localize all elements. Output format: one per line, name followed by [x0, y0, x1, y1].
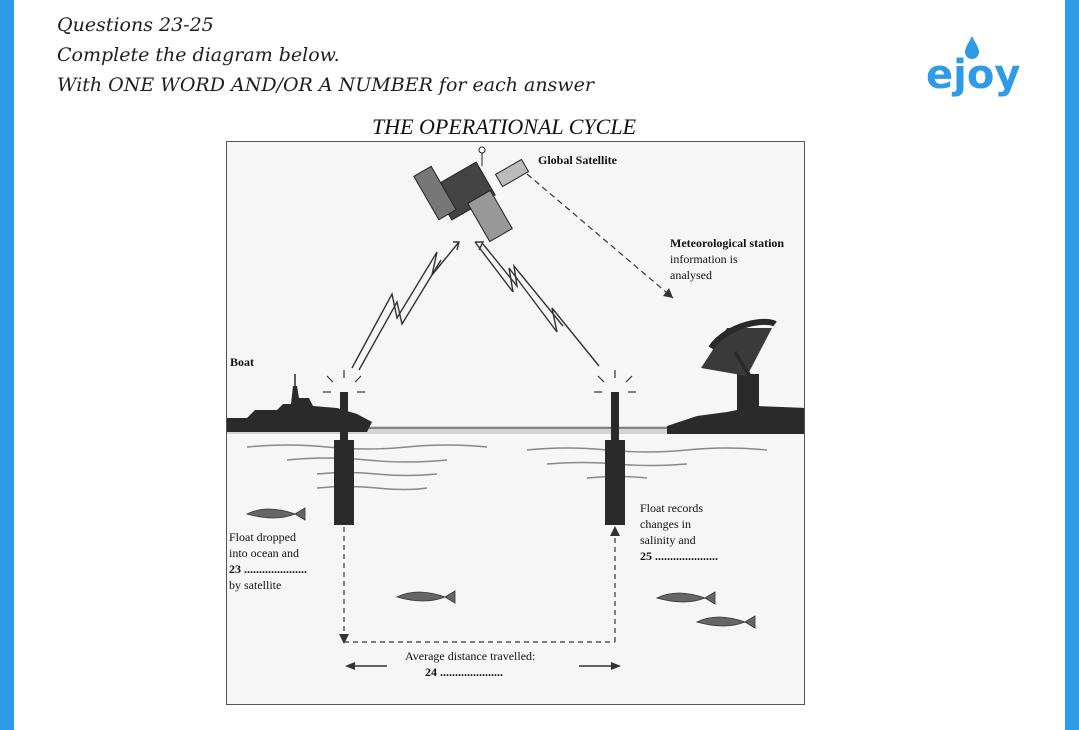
fish-icon — [395, 590, 456, 604]
float-path-arrows — [343, 527, 616, 643]
float-records-caption: Float records — [640, 501, 703, 515]
float-records-caption: changes in — [640, 517, 691, 531]
global-satellite-label: Global Satellite — [538, 153, 617, 167]
water-drop-icon — [965, 36, 979, 59]
signal-left-icon — [351, 241, 460, 371]
diagram-illustration — [227, 146, 804, 670]
float-dropped-caption: Float dropped — [229, 530, 296, 544]
boat-icon — [227, 374, 372, 432]
satellite-icon — [413, 146, 530, 243]
fish-icon — [655, 591, 716, 605]
answer-blank-23: 23 ..................... — [229, 562, 307, 576]
answer-blank-25: 25 ..................... — [640, 549, 718, 563]
question-range: Questions 23-25 — [57, 14, 214, 36]
fish-icon — [695, 615, 756, 629]
float-records-caption: salinity and — [640, 533, 696, 547]
instruction-line: Complete the diagram below. — [57, 44, 340, 66]
logo-text: ejoy — [926, 52, 1020, 98]
fish-icon — [245, 507, 306, 521]
float-left-icon — [323, 370, 365, 525]
worksheet-page: Questions 23-25 Complete the diagram bel… — [14, 0, 1065, 730]
answer-rule-line: With ONE WORD AND/OR A NUMBER for each a… — [57, 74, 594, 96]
station-caption-line: analysed — [670, 268, 712, 282]
operational-cycle-diagram: Global Satellite Meteorological station … — [226, 141, 805, 705]
wave-lines — [246, 444, 768, 491]
satellite-dish-icon — [667, 318, 804, 434]
answer-blank-24: 24 ..................... — [425, 665, 503, 679]
float-right-icon — [594, 370, 636, 525]
meteorological-station-label: Meteorological station — [670, 236, 785, 250]
float-dropped-caption: by satellite — [229, 578, 282, 592]
station-caption-line: information is — [670, 252, 738, 266]
boat-label: Boat — [230, 355, 254, 369]
float-dropped-caption: into ocean and — [229, 546, 299, 560]
ejoy-logo: ejoy — [926, 36, 1020, 98]
signal-right-icon — [474, 241, 600, 367]
satellite-to-station-arrow — [526, 173, 674, 299]
diagram-title: THE OPERATIONAL CYCLE — [371, 114, 637, 139]
distance-caption: Average distance travelled: — [405, 649, 536, 663]
